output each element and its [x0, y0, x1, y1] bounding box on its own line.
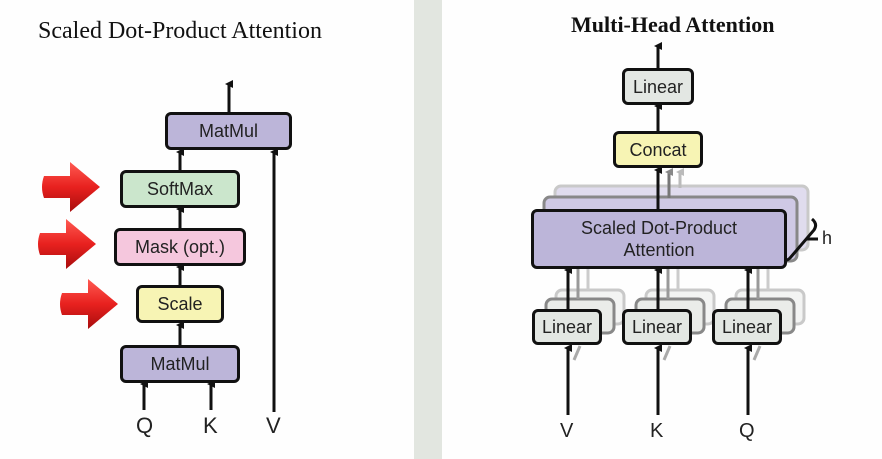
- linear-v-box: Linear: [532, 309, 602, 345]
- input-k-label: K: [650, 420, 664, 442]
- right-arrows: [564, 42, 752, 415]
- scale-box: Scale: [136, 285, 224, 323]
- softmax-box: SoftMax: [120, 170, 240, 208]
- input-v-label: V: [266, 413, 281, 438]
- red-arrow-icon: [60, 279, 118, 329]
- matmul-top-box: MatMul: [165, 112, 292, 150]
- input-k-label: K: [203, 413, 218, 438]
- mask-box: Mask (opt.): [114, 228, 246, 266]
- input-v-label: V: [560, 420, 574, 442]
- right-diagram-title: Multi-Head Attention: [571, 12, 775, 37]
- scaled-dot-product-attention-box: Scaled Dot-Product Attention: [531, 209, 787, 269]
- left-arrows: [140, 80, 278, 412]
- red-highlight-arrows: [38, 162, 118, 329]
- red-arrow-icon: [42, 162, 100, 212]
- matmul-bottom-box: MatMul: [120, 345, 240, 383]
- heads-h-label: h: [822, 228, 833, 248]
- right-ghost-arrows: [572, 168, 770, 361]
- concat-box: Concat: [613, 131, 703, 168]
- red-arrow-icon: [38, 219, 96, 269]
- panel-divider: [414, 0, 442, 459]
- linear-top-box: Linear: [622, 68, 694, 105]
- linear-k-box: Linear: [622, 309, 692, 345]
- left-diagram-title: Scaled Dot-Product Attention: [38, 18, 322, 44]
- input-q-label: Q: [739, 420, 755, 442]
- input-q-label: Q: [136, 413, 154, 438]
- linear-q-box: Linear: [712, 309, 782, 345]
